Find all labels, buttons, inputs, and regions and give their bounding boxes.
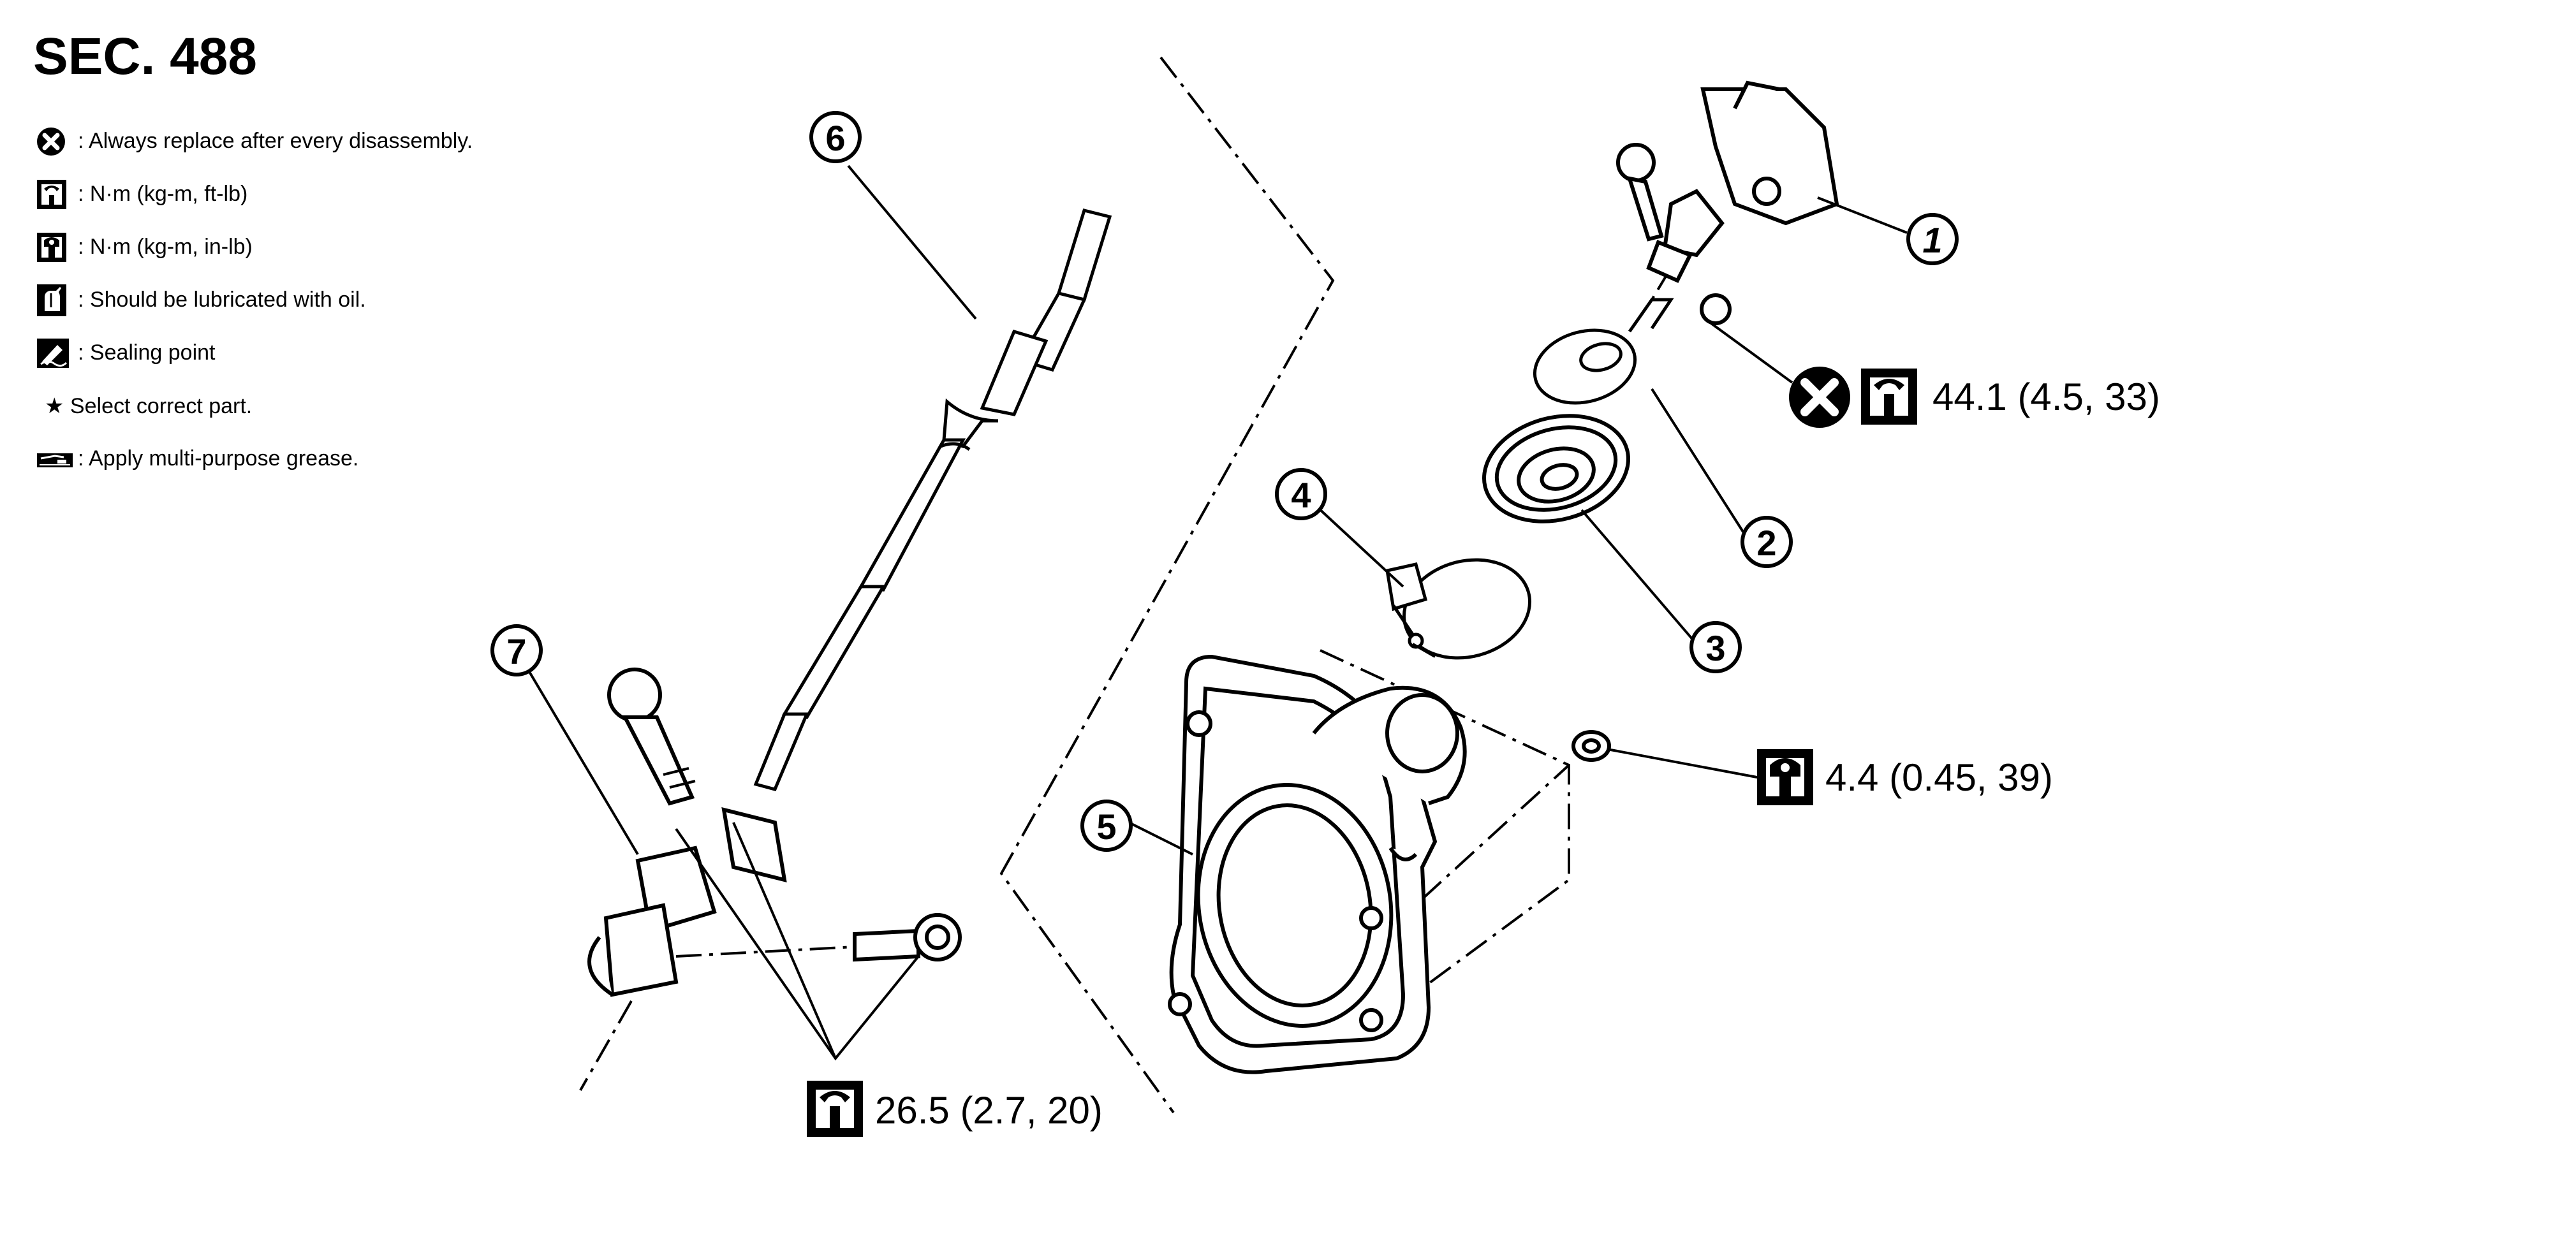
grease-icon <box>36 441 75 477</box>
legend-text: : Always replace after every disassembly… <box>78 129 473 153</box>
legend-text: : Apply multi-purpose grease. <box>78 446 359 471</box>
legend: : Always replace after every disassembly… <box>36 115 610 485</box>
legend-item-torque-ftlb: : N·m (kg-m, ft-lb) <box>36 168 610 221</box>
callout-5-label: 5 <box>1096 807 1116 847</box>
callout-3-label: 3 <box>1705 628 1725 668</box>
legend-item-select: ★ Select correct part. <box>36 379 610 432</box>
torque-value-3: 26.5 (2.7, 20) <box>875 1089 1103 1132</box>
steering-column <box>1616 80 1839 325</box>
callout-2: 2 <box>1741 516 1793 568</box>
legend-text: : Should be lubricated with oil. <box>78 288 366 312</box>
torque-spec-1: 44.1 (4.5, 33) <box>1789 367 2160 428</box>
legend-item-torque-inlb: : N·m (kg-m, in-lb) <box>36 221 610 274</box>
universal-joint <box>587 668 962 997</box>
callout-1: 1 <box>1906 213 1959 265</box>
torque-wrench-icon <box>807 1081 863 1137</box>
legend-item-grease: : Apply multi-purpose grease. <box>36 432 610 485</box>
replace-x-icon <box>1789 367 1850 428</box>
callout-4: 4 <box>1275 468 1327 520</box>
torque-value-1: 44.1 (4.5, 33) <box>1932 376 2160 418</box>
dust-boot <box>1533 298 1674 405</box>
legend-text: : N·m (kg-m, ft-lb) <box>78 182 248 206</box>
legend-item-replace: : Always replace after every disassembly… <box>36 115 610 168</box>
callout-7-label: 7 <box>506 631 526 671</box>
torque-wrench-icon <box>36 177 75 212</box>
grommet-seal <box>1482 414 1630 523</box>
nut <box>1571 730 1611 762</box>
replace-x-icon <box>36 124 75 159</box>
torque-spec-2: 4.4 (0.45, 39) <box>1757 749 2053 805</box>
callout-6-label: 6 <box>825 118 845 158</box>
steering-shaft <box>753 208 1112 791</box>
sealant-icon <box>36 335 75 371</box>
callout-4-label: 4 <box>1291 475 1311 515</box>
oil-can-icon <box>36 282 75 318</box>
column-housing <box>1168 654 1467 1074</box>
callout-2-label: 2 <box>1756 523 1776 563</box>
legend-text: : Sealing point <box>78 340 216 365</box>
legend-text: ★ Select correct part. <box>45 393 253 418</box>
leader-lines <box>515 164 1908 1061</box>
hose-clamp <box>1385 558 1532 660</box>
callout-5: 5 <box>1080 800 1133 852</box>
torque-wrench-icon <box>1861 369 1917 425</box>
torque-wrench-filled-icon <box>36 230 75 265</box>
callout-6: 6 <box>809 111 862 163</box>
legend-item-oil: : Should be lubricated with oil. <box>36 274 610 326</box>
callout-3: 3 <box>1689 621 1742 673</box>
torque-value-2: 4.4 (0.45, 39) <box>1825 756 2053 799</box>
torque-wrench-filled-icon <box>1757 749 1813 805</box>
torque-spec-3: 26.5 (2.7, 20) <box>807 1081 1103 1137</box>
legend-item-sealant: : Sealing point <box>36 326 610 379</box>
legend-text: : N·m (kg-m, in-lb) <box>78 235 253 259</box>
callout-1-label: 1 <box>1922 220 1942 260</box>
section-label: SEC. 488 <box>33 27 257 85</box>
callout-7: 7 <box>490 624 543 676</box>
